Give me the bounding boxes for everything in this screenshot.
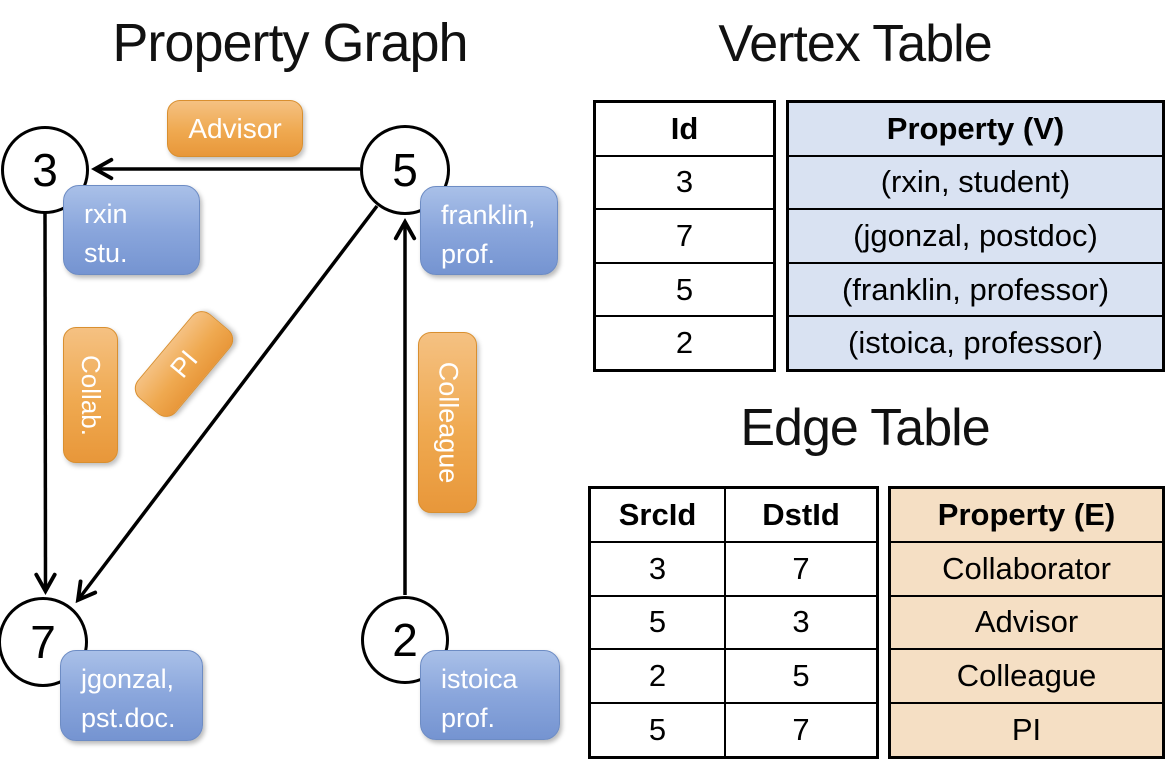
vertex-id-label: 2 xyxy=(392,614,418,666)
vertex-property-box-franklin: franklin, prof. xyxy=(420,186,558,275)
property-graph-title: Property Graph xyxy=(112,13,468,73)
table-cell: 5 xyxy=(596,261,773,316)
table-cell: (franklin, professor) xyxy=(789,261,1162,316)
table-cell: 5 xyxy=(591,596,726,649)
table-cell: 7 xyxy=(792,712,810,748)
column-header: SrcId xyxy=(591,489,726,541)
vertex-property-line: prof. xyxy=(441,703,496,734)
edge-table-id-columns: SrcId DstId 3 7 5 3 2 5 5 7 xyxy=(588,486,879,759)
arrow-3-to-7 xyxy=(34,211,57,595)
arrow-5-to-7 xyxy=(75,204,379,604)
table-cell: Advisor xyxy=(891,594,1162,649)
edge-label-colleague: Colleague xyxy=(418,332,477,513)
edge-label-text: Advisor xyxy=(188,112,282,144)
table-cell: 7 xyxy=(596,208,773,262)
vertex-property-line: jgonzal, xyxy=(81,664,175,694)
vertex-id-label: 7 xyxy=(30,616,56,668)
graph-edges-arrows xyxy=(34,157,417,604)
table-cell: (jgonzal, postdoc) xyxy=(789,208,1162,262)
table-cell: 3 xyxy=(591,542,726,595)
table-cell: PI xyxy=(891,702,1162,756)
table-cell: 2 xyxy=(596,315,773,369)
vertex-property-line: stu. xyxy=(84,238,128,269)
table-cell: (istoica, professor) xyxy=(789,315,1162,369)
edge-table-property-column: Property (E) Collaborator Advisor Collea… xyxy=(888,486,1165,759)
vertex-node-5: 5 xyxy=(360,125,450,215)
edge-label-text: Colleague xyxy=(433,361,463,484)
vertex-property-box-jgonzal: jgonzal, pst.doc. xyxy=(60,650,203,741)
table-header-row: SrcId DstId xyxy=(591,489,876,541)
edge-label-text: Collab. xyxy=(76,354,106,436)
column-header: Property (V) xyxy=(886,110,1065,146)
vertex-node-2: 2 xyxy=(361,596,449,684)
table-cell: 5 xyxy=(792,658,810,694)
vertex-id-label: 5 xyxy=(392,144,418,196)
table-row: 3 7 xyxy=(591,540,876,595)
table-cell: Colleague xyxy=(891,648,1162,702)
vertex-table-id-column: Id 3 7 5 2 xyxy=(593,100,776,372)
table-cell: 2 xyxy=(591,650,726,703)
edge-table-title: Edge Table xyxy=(740,399,990,457)
table-cell: 5 xyxy=(591,704,726,756)
vertex-property-box-rxin: rxin stu. xyxy=(63,185,200,275)
table-cell: (rxin, student) xyxy=(789,154,1162,209)
column-header: Property (E) xyxy=(937,496,1116,532)
vertex-table-property-column: Property (V) (rxin, student) (jgonzal, p… xyxy=(786,100,1165,372)
table-row: 5 7 xyxy=(591,702,876,756)
table-cell: 7 xyxy=(792,550,810,586)
vertex-table-title: Vertex Table xyxy=(718,15,992,73)
table-cell: 3 xyxy=(792,604,810,640)
edge-label-text: PI xyxy=(163,344,204,384)
table-cell: Collaborator xyxy=(891,540,1162,595)
edge-label-collab: Collab. xyxy=(63,327,118,463)
column-header: Id xyxy=(670,110,699,146)
vertex-property-line: prof. xyxy=(441,239,496,270)
table-row: 2 5 xyxy=(591,648,876,703)
table-row: 5 3 xyxy=(591,594,876,649)
column-header: DstId xyxy=(762,496,840,532)
vertex-property-line: franklin, xyxy=(441,200,536,230)
vertex-property-line: rxin xyxy=(84,199,128,229)
vertex-property-box-istoica: istoica prof. xyxy=(420,650,560,740)
vertex-property-line: pst.doc. xyxy=(81,703,176,734)
table-cell: 3 xyxy=(596,154,773,209)
edge-label-advisor: Advisor xyxy=(167,100,303,157)
vertex-id-label: 3 xyxy=(32,144,58,196)
vertex-property-line: istoica xyxy=(441,664,518,694)
